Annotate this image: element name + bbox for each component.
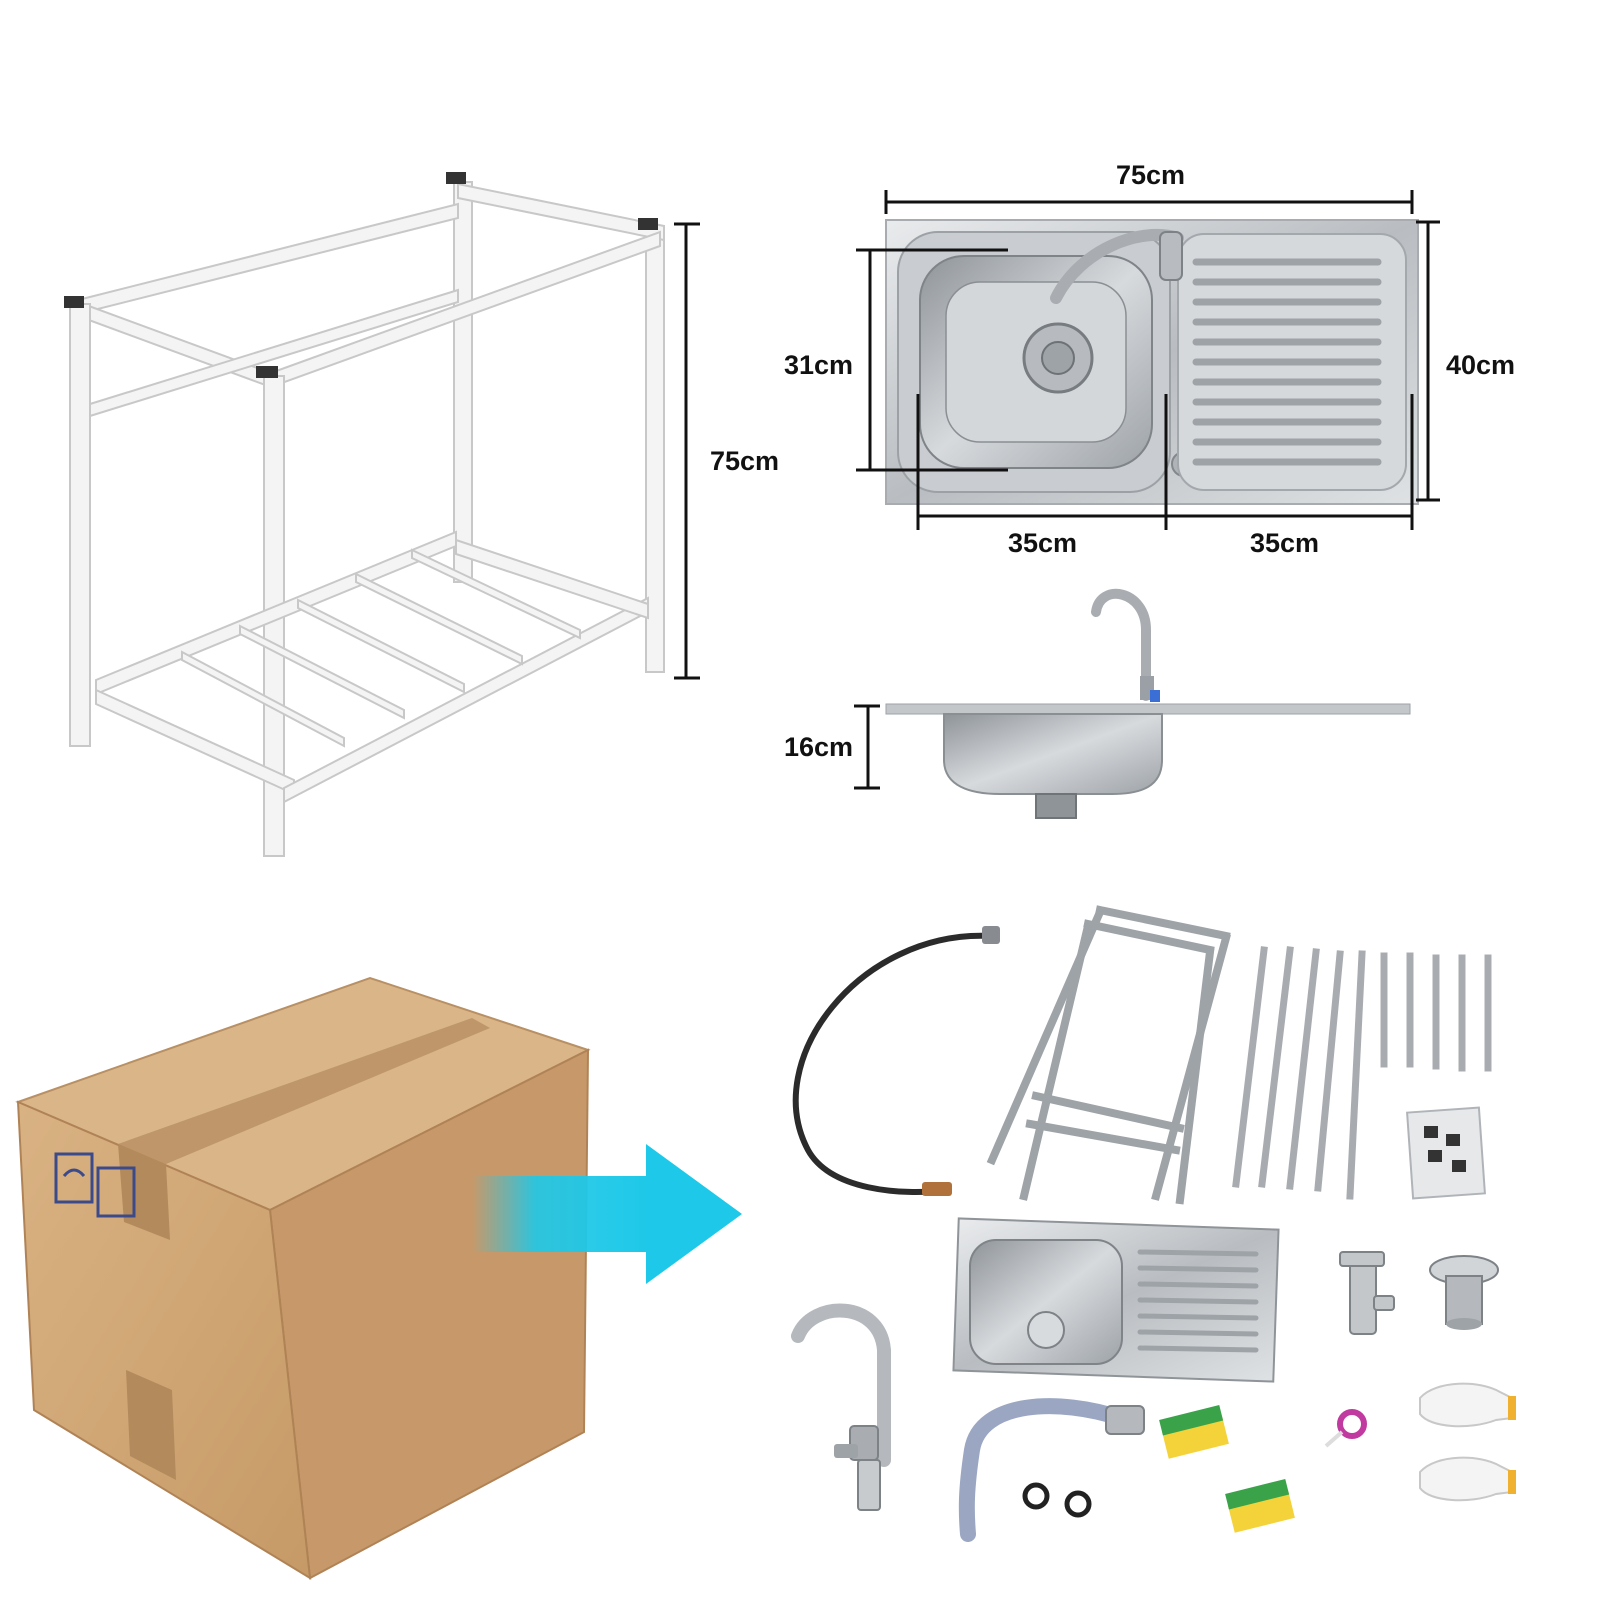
sink-depth-label: 40cm — [1446, 350, 1516, 380]
arrow-icon — [472, 1144, 742, 1284]
sink-part — [952, 1217, 1280, 1383]
sink-side-view — [885, 589, 1411, 819]
box-handling-icons — [54, 1152, 136, 1218]
bowl-width-label: 35cm — [1008, 528, 1078, 558]
gloves-part — [1419, 1382, 1516, 1502]
angle-valve-part — [1339, 1251, 1395, 1335]
screws-bag-part — [1406, 1106, 1486, 1200]
faucet-part — [791, 1303, 891, 1511]
frame-height-label: 75cm — [710, 446, 780, 476]
bowl-depth-label: 31cm — [784, 350, 854, 380]
drain-hose-part — [958, 1398, 1145, 1542]
sink-top-view — [885, 219, 1419, 505]
ptfe-tape-part — [1324, 1409, 1367, 1448]
supply-hose-part — [792, 926, 1000, 1196]
folded-frame-part — [986, 905, 1231, 1205]
bowl-height-label: 16cm — [784, 732, 854, 762]
sink-width-label: 75cm — [1116, 160, 1186, 190]
cardboard-box — [15, 976, 591, 1580]
sink-height-dimension-line — [854, 704, 880, 790]
o-rings-part — [1022, 1482, 1092, 1518]
frame-leg-caps — [64, 172, 658, 378]
sponges-part — [1159, 1404, 1295, 1533]
frame-stand-illustration — [69, 181, 665, 857]
sink-top-dimension-lines — [856, 190, 1440, 530]
metal-rods-part — [1232, 946, 1492, 1200]
drainboard-width-label: 35cm — [1250, 528, 1320, 558]
frame-height-dimension-line — [674, 222, 700, 680]
parts-layout — [791, 905, 1516, 1542]
drain-strainer-part — [1429, 1255, 1499, 1330]
